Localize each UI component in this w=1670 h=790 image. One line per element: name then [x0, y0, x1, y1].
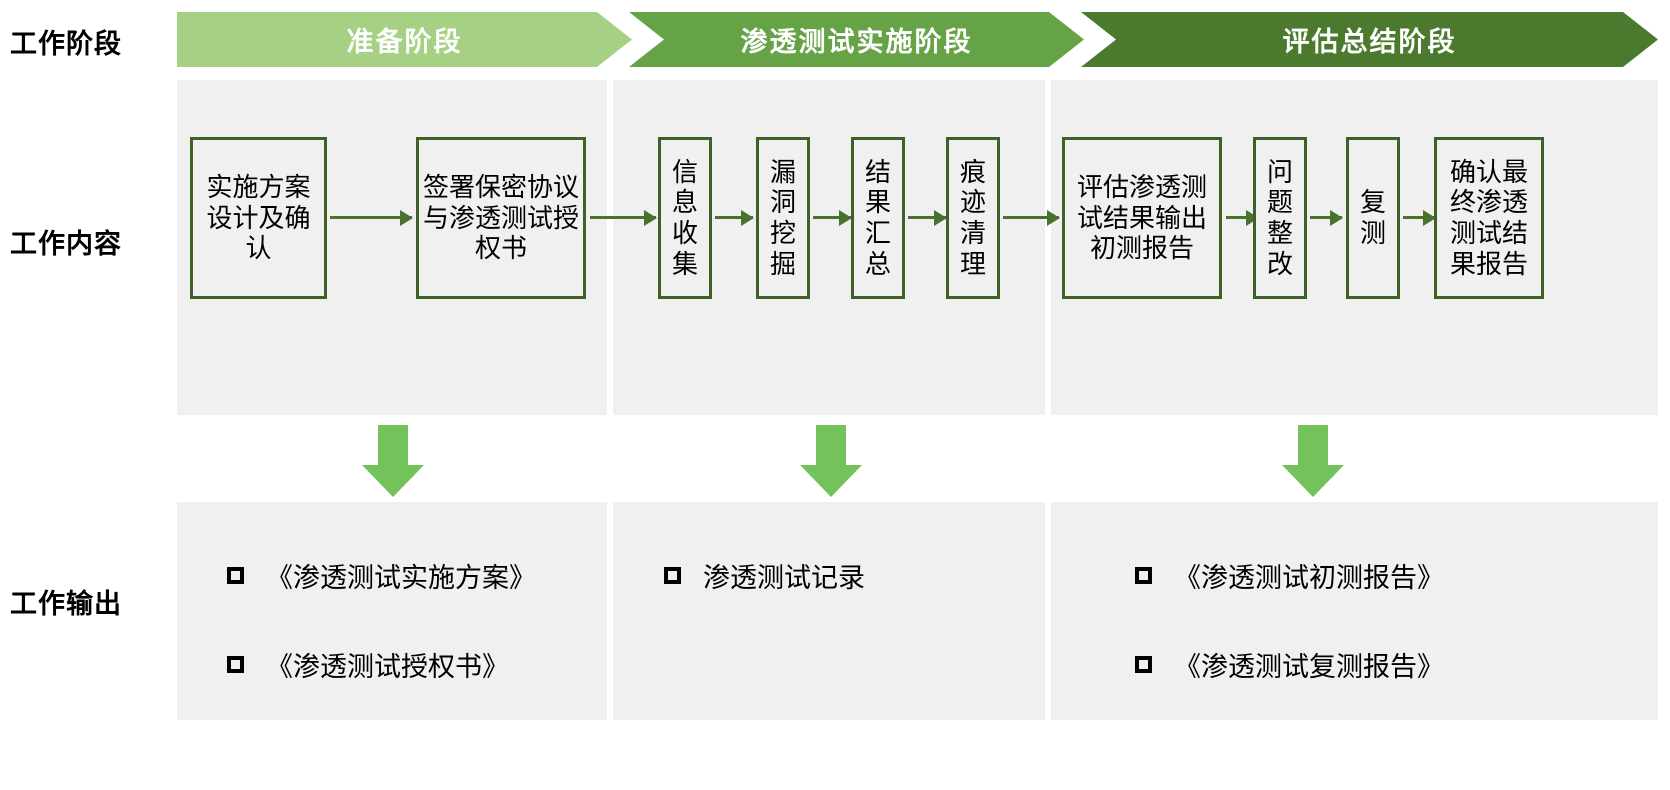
output-panel-stage2: [613, 502, 1045, 720]
flow-box-final-report-confirm[interactable]: 确认最终渗透测试结果报告: [1434, 137, 1544, 299]
connector-arrow: [590, 216, 656, 219]
down-arrow-stage1: [362, 425, 424, 497]
arrow-shaft: [816, 425, 846, 467]
square-bullet-icon: [227, 567, 244, 584]
output-item-label: 《渗透测试初测报告》: [1174, 563, 1444, 593]
stage-chevron-evaluation[interactable]: 评估总结阶段: [1081, 12, 1658, 67]
row-label-content: 工作内容: [10, 229, 122, 259]
stage-chevron-label: 评估总结阶段: [1282, 27, 1457, 57]
square-bullet-icon: [1135, 656, 1152, 673]
row-label-stage: 工作阶段: [10, 29, 122, 59]
output-item: 《渗透测试初测报告》: [1135, 556, 1444, 595]
output-panel-stage3: [1051, 502, 1658, 720]
row-label-output: 工作输出: [10, 589, 122, 619]
arrow-shaft: [378, 425, 408, 467]
arrow-head: [800, 465, 862, 497]
output-item: 《渗透测试实施方案》: [227, 556, 536, 595]
arrow-shaft: [1298, 425, 1328, 467]
connector-arrow: [908, 216, 946, 219]
stage-banner: 准备阶段 渗透测试实施阶段 评估总结阶段: [177, 12, 1658, 67]
flow-box-issue-remediation[interactable]: 问题整改: [1253, 137, 1307, 299]
square-bullet-icon: [227, 656, 244, 673]
output-item: 《渗透测试复测报告》: [1135, 645, 1444, 684]
flow-box-trace-cleanup[interactable]: 痕迹清理: [946, 137, 1000, 299]
connector-arrow: [1226, 216, 1258, 219]
flow-box-sign-nda[interactable]: 签署保密协议与渗透测试授权书: [416, 137, 586, 299]
connector-arrow: [330, 216, 412, 219]
square-bullet-icon: [664, 567, 681, 584]
flow-box-evaluate-initial-report[interactable]: 评估渗透测试结果输出初测报告: [1062, 137, 1222, 299]
stage-chevron-label: 准备阶段: [346, 27, 463, 57]
connector-arrow: [813, 216, 851, 219]
square-bullet-icon: [1135, 567, 1152, 584]
connector-arrow: [1403, 216, 1435, 219]
stage-chevron-label: 渗透测试实施阶段: [740, 27, 973, 57]
output-item-label: 渗透测试记录: [703, 563, 865, 593]
connector-arrow: [1003, 216, 1059, 219]
output-panel-stage1: [177, 502, 607, 720]
arrow-head: [362, 465, 424, 497]
down-arrow-stage2: [800, 425, 862, 497]
flow-box-retest[interactable]: 复测: [1346, 137, 1400, 299]
output-item: 《渗透测试授权书》: [227, 645, 509, 684]
flow-box-result-summary[interactable]: 结果汇总: [851, 137, 905, 299]
connector-arrow: [1310, 216, 1342, 219]
flow-box-vuln-discovery[interactable]: 漏洞挖掘: [756, 137, 810, 299]
flow-box-plan-design[interactable]: 实施方案设计及确认: [190, 137, 327, 299]
output-item-label: 《渗透测试复测报告》: [1174, 652, 1444, 682]
output-item: 渗透测试记录: [664, 556, 865, 595]
stage-chevron-execution[interactable]: 渗透测试实施阶段: [629, 12, 1084, 67]
stage-chevron-preparation[interactable]: 准备阶段: [177, 12, 632, 67]
output-item-label: 《渗透测试授权书》: [266, 652, 509, 682]
connector-arrow: [715, 216, 753, 219]
output-item-label: 《渗透测试实施方案》: [266, 563, 536, 593]
flow-box-info-gathering[interactable]: 信息收集: [658, 137, 712, 299]
down-arrow-stage3: [1282, 425, 1344, 497]
arrow-head: [1282, 465, 1344, 497]
